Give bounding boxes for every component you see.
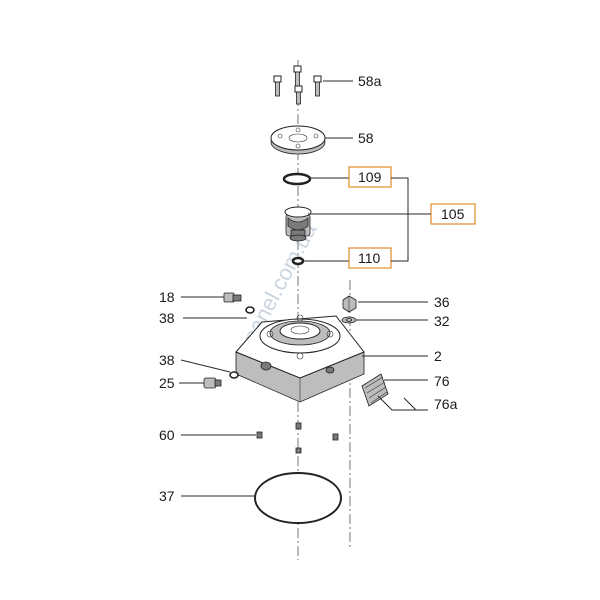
o-ring-109 bbox=[282, 172, 312, 186]
screw-icon bbox=[332, 433, 339, 441]
label-18: 18 bbox=[159, 289, 175, 305]
screw-icon bbox=[313, 75, 322, 97]
screw-icon bbox=[295, 447, 302, 454]
o-ring-110 bbox=[291, 256, 305, 266]
label-36: 36 bbox=[434, 294, 450, 310]
nut-36 bbox=[342, 295, 357, 313]
highlight-box-110 bbox=[348, 247, 392, 269]
label-32: 32 bbox=[434, 313, 450, 329]
label-60: 60 bbox=[159, 427, 175, 443]
housing-2 bbox=[235, 314, 365, 403]
filter-screen-76 bbox=[361, 373, 389, 407]
screw-icon bbox=[256, 431, 263, 439]
screw-58a-group bbox=[273, 65, 322, 105]
label-38-lower: 38 bbox=[159, 352, 175, 368]
label-110: 110 bbox=[358, 250, 381, 266]
bracket-76a bbox=[377, 395, 428, 411]
gasket-ring-37 bbox=[254, 472, 342, 524]
label-76a: 76a bbox=[434, 396, 458, 412]
label-76: 76 bbox=[434, 373, 450, 389]
bracket-76a-link bbox=[403, 397, 417, 411]
highlight-box-109 bbox=[348, 166, 392, 188]
leader-38-lower bbox=[180, 359, 231, 373]
o-ring-38-lower bbox=[229, 371, 239, 379]
label-58: 58 bbox=[358, 130, 374, 146]
washer-32 bbox=[341, 316, 357, 324]
screw-icon bbox=[273, 75, 282, 97]
fitting-18 bbox=[223, 292, 242, 303]
bracket-109-110-105 bbox=[391, 177, 409, 262]
screw-icon bbox=[293, 65, 302, 87]
label-105: 105 bbox=[441, 206, 465, 222]
valve-cartridge-105 bbox=[284, 206, 312, 242]
screw-icon bbox=[295, 422, 302, 430]
o-ring-38-upper bbox=[245, 306, 255, 314]
label-109: 109 bbox=[358, 169, 382, 185]
flange-plate-58 bbox=[270, 125, 326, 155]
plug-25 bbox=[203, 377, 222, 389]
label-2: 2 bbox=[434, 348, 442, 364]
label-58a: 58a bbox=[358, 73, 382, 89]
screw-60-group bbox=[256, 422, 339, 454]
screw-icon bbox=[294, 85, 303, 105]
label-37: 37 bbox=[159, 488, 175, 504]
label-25: 25 bbox=[159, 375, 175, 391]
label-38-upper: 38 bbox=[159, 310, 175, 326]
